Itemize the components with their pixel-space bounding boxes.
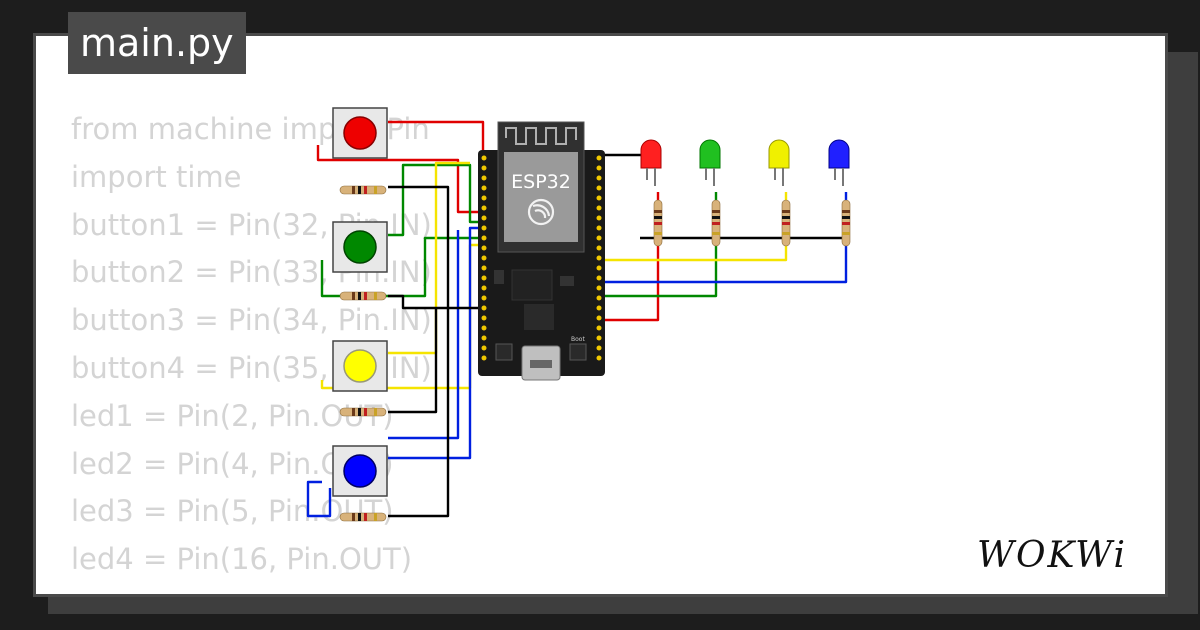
pushbutton-blue[interactable]: [332, 445, 388, 497]
led-blue: [828, 139, 850, 186]
pushbutton-green[interactable]: [332, 221, 388, 273]
wire-green-button-sense: [320, 236, 483, 298]
code-line: led4 = Pin(16, Pin.OUT): [71, 542, 413, 577]
right-header-pins: [596, 155, 602, 361]
wire-gnd-button-3: [388, 308, 438, 414]
pushbutton-yellow[interactable]: [332, 340, 388, 392]
wire-gnd-led-bus: [597, 153, 846, 240]
usb-port-icon: [521, 345, 561, 381]
wire-red-button-sense: [316, 145, 483, 214]
wire-red-led: [597, 192, 660, 322]
resistor-4: [339, 512, 387, 522]
resistor-3: [339, 407, 387, 417]
led-resistor-4: [841, 199, 851, 247]
file-title-tab: main.py: [68, 12, 246, 74]
left-header-pins: [481, 155, 487, 361]
resistor-1: [339, 185, 387, 195]
led-resistor-1: [653, 199, 663, 247]
wire-gnd-button-4: [388, 308, 450, 518]
code-line: import time: [71, 159, 242, 194]
wire-yellow-button: [388, 161, 470, 355]
boot-label: Boot: [571, 336, 585, 343]
led-green: [699, 139, 721, 186]
wire-blue-button: [388, 226, 483, 460]
wires: [306, 120, 848, 518]
pushbutton-red[interactable]: [332, 107, 388, 159]
wire-red-button: [388, 120, 485, 155]
wifi-antenna-icon: [505, 127, 577, 145]
esp32-board: ESP32 Boot: [478, 121, 605, 381]
wire-blue-button-2: [388, 230, 460, 440]
led-resistor-2: [711, 199, 721, 247]
code-line: led1 = Pin(2, Pin.OUT): [71, 398, 394, 433]
wire-gnd-button-2: [388, 294, 448, 310]
wire-blue-button-sense: [306, 480, 332, 518]
code-line: button3 = Pin(34, Pin.IN): [71, 303, 432, 338]
resistor-2: [339, 291, 387, 301]
led-yellow: [768, 139, 790, 186]
brand-text: WOKWi: [977, 535, 1127, 576]
led-resistor-3: [781, 199, 791, 247]
wokwi-logo: WOKWi: [977, 535, 1127, 576]
espressif-logo-icon: [527, 198, 555, 226]
wire-gnd-button-1: [388, 185, 483, 310]
led-red: [640, 139, 662, 186]
code-line: while True:: [71, 584, 432, 594]
board-label: ESP32: [511, 171, 571, 193]
code-line: led3 = Pin(5, Pin.OUT): [71, 494, 394, 529]
wire-yellow-led: [597, 192, 788, 262]
